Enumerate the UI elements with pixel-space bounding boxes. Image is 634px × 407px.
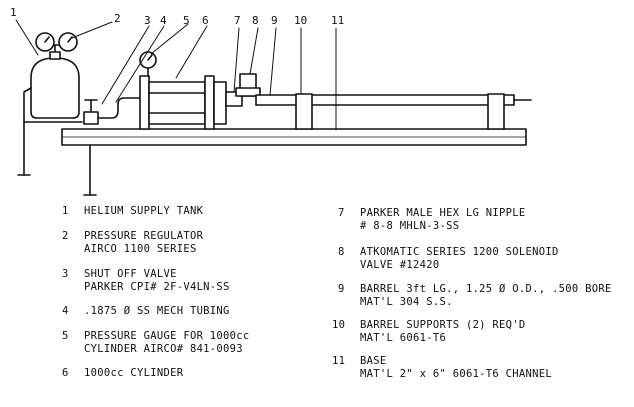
callout-11: 11 [331, 14, 344, 27]
legend-text-line2: MAT'L 304 S.S. [360, 296, 453, 308]
legend-item-1: 1 HELIUM SUPPLY TANK [62, 205, 203, 244]
callout-6: 6 [202, 14, 209, 27]
legend-item-8: 8 ATKOMATIC SERIES 1200 SOLENOID VALVE #… [338, 246, 558, 298]
barrel [255, 94, 515, 106]
cylinder-endplate-right [204, 75, 215, 130]
legend-item-4: 4 .1875 Ø SS MECH TUBING [62, 305, 229, 344]
callout-8: 8 [252, 14, 259, 27]
legend-text: BARREL 3ft LG., 1.25 Ø O.D., .500 BORE [360, 283, 612, 295]
legend-text-line2: CYLINDER AIRCO# 841-0093 [84, 343, 243, 355]
barrel-support-right [487, 93, 505, 130]
callout-7: 7 [234, 14, 241, 27]
legend-item-10: 10 BARREL SUPPORTS (2) REQ'D MAT'L 6061-… [332, 319, 525, 371]
legend-text-line2: AIRCO 1100 SERIES [84, 243, 197, 255]
legend-number: 1 [62, 205, 69, 217]
legend-number: 5 [62, 330, 69, 342]
legend-text: BARREL SUPPORTS (2) REQ'D [360, 319, 526, 331]
legend-item-2: 2 PRESSURE REGULATOR AIRCO 1100 SERIES [62, 230, 203, 282]
callout-9: 9 [271, 14, 278, 27]
cylinder-endplate-left [139, 75, 150, 130]
legend-text: PRESSURE REGULATOR [84, 230, 204, 242]
legend-number: 8 [338, 246, 345, 258]
callout-5: 5 [183, 14, 190, 27]
legend-text: ATKOMATIC SERIES 1200 SOLENOID [360, 246, 559, 258]
helium-tank [30, 57, 80, 119]
barrel-support-left [295, 93, 313, 130]
legend-number: 11 [332, 355, 346, 367]
legend-number: 2 [62, 230, 69, 242]
legend-text: PARKER MALE HEX LG NIPPLE [360, 207, 526, 219]
legend-number: 9 [338, 283, 345, 295]
legend-text-line2: VALVE #12420 [360, 259, 440, 271]
callout-1: 1 [10, 6, 17, 19]
legend-number: 7 [338, 207, 345, 219]
legend-text-line2: # 8-8 MHLN-3-SS [360, 220, 460, 232]
legend-text: 1000cc CYLINDER [84, 367, 184, 379]
legend-text-line2: PARKER CPI# 2F-V4LN-SS [84, 281, 230, 293]
legend-text: SHUT OFF VALVE [84, 268, 177, 280]
legend-text: HELIUM SUPPLY TANK [84, 205, 204, 217]
shut-off-valve [83, 111, 99, 125]
callout-10: 10 [294, 14, 307, 27]
callout-3: 3 [144, 14, 151, 27]
legend-text-line2: MAT'L 2" x 6" 6061-T6 CHANNEL [360, 368, 553, 380]
legend-text-line2: MAT'L 6061-T6 [360, 332, 447, 344]
legend-item-5: 5 PRESSURE GAUGE FOR 1000cc CYLINDER AIR… [62, 330, 249, 382]
callout-4: 4 [160, 14, 167, 27]
legend-text: PRESSURE GAUGE FOR 1000cc [84, 330, 250, 342]
legend-item-7: 7 PARKER MALE HEX LG NIPPLE # 8-8 MHLN-3… [338, 207, 525, 259]
legend-number: 3 [62, 268, 69, 280]
callout-numbers: 1 2 3 4 5 6 7 8 9 10 11 [10, 6, 344, 27]
legend-item-3: 3 SHUT OFF VALVE PARKER CPI# 2F-V4LN-SS [62, 268, 229, 320]
cylinder-body [148, 81, 206, 125]
legend-text: BASE [360, 355, 387, 367]
legend-number: 10 [332, 319, 346, 331]
legend-number: 4 [62, 305, 69, 317]
legend-text: .1875 Ø SS MECH TUBING [84, 305, 230, 317]
mech-tubing [97, 97, 141, 119]
legend-item-9: 9 BARREL 3ft LG., 1.25 Ø O.D., .500 BORE… [338, 283, 611, 335]
callout-2: 2 [114, 12, 121, 25]
legend-item-6: 6 1000cc CYLINDER [62, 367, 183, 406]
legend-item-11: 11 BASE MAT'L 2" x 6" 6061-T6 CHANNEL [332, 355, 552, 407]
legend-number: 6 [62, 367, 69, 379]
